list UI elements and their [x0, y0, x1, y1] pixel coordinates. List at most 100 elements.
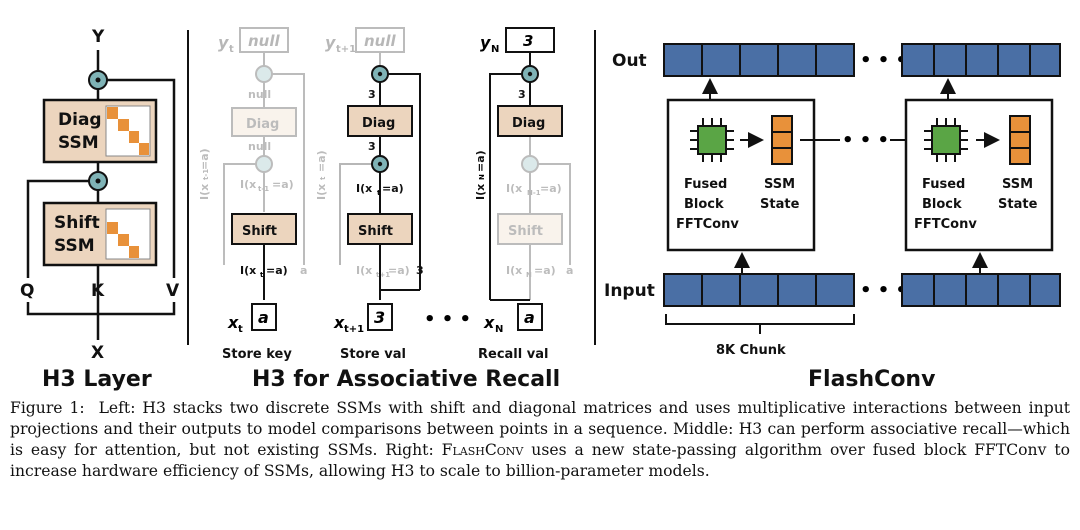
- col1-caption: Store key: [222, 347, 292, 362]
- col2-top-val: 3: [368, 88, 376, 101]
- chunk-label: 8K Chunk: [716, 343, 786, 358]
- col1-shift-out-tail: =a): [266, 264, 288, 277]
- state-label-right: State: [998, 197, 1038, 212]
- col1-shift-out-label: I(x: [240, 264, 256, 277]
- col3-output-value: 3: [523, 32, 533, 50]
- ssm-label-right: SSM: [1002, 177, 1033, 192]
- chip-icon-right: [924, 118, 968, 162]
- col1-y-sub: t: [229, 44, 234, 55]
- out-tokens-left: [663, 43, 855, 77]
- col3-y-sub: N: [491, 44, 499, 55]
- col3-diag-label: Diag: [512, 116, 545, 131]
- col3-x-sub: N: [495, 324, 503, 335]
- col2-x-value: 3: [374, 308, 385, 327]
- col2-x-label: x: [333, 313, 345, 332]
- chunk-bracket: [665, 314, 855, 325]
- col1-cross-label: I(x: [240, 178, 256, 191]
- col1-x-sub: t: [238, 324, 243, 335]
- block-label-right: Block: [922, 197, 962, 212]
- fused-label-left: Fused: [684, 177, 727, 192]
- col3-side-tail: =a): [474, 150, 487, 172]
- out-ellipsis: • • •: [860, 50, 907, 71]
- chip-icon-left: [690, 118, 734, 162]
- block-label-left: Block: [684, 197, 724, 212]
- col2-y-sub: t+1: [336, 44, 356, 55]
- out-label: Out: [612, 51, 647, 71]
- flashconv-title: FlashConv: [808, 367, 936, 392]
- out-tokens-right: [901, 43, 1061, 77]
- col3-cross-label: I(x: [506, 182, 522, 195]
- col1-cross-sub: t-1: [258, 185, 269, 193]
- recall-column-store-key: y t null null Diag null I(x t-1 =a) I(x …: [198, 27, 307, 362]
- col1-mid-null: null: [248, 140, 271, 153]
- ssm-state-icon-left: [771, 115, 793, 165]
- figure-caption: Figure 1: Left: H3 stacks two discrete S…: [10, 398, 1070, 482]
- col3-x-label: x: [483, 313, 495, 332]
- col2-caption: Store val: [340, 347, 406, 362]
- recall-title: H3 for Associative Recall: [252, 367, 560, 392]
- fused-label-right: Fused: [922, 177, 965, 192]
- col3-shift-out-sub: N: [526, 271, 532, 279]
- ssm-label-left: SSM: [764, 177, 795, 192]
- input-ellipsis: • • •: [860, 280, 907, 301]
- x-input-label: X: [91, 343, 104, 363]
- state-ellipsis: • • •: [842, 130, 889, 151]
- col1-x-value: a: [258, 308, 269, 327]
- col3-cross-sub: N-1: [527, 189, 541, 197]
- h3-layer-title: H3 Layer: [42, 367, 152, 392]
- caption-flashconv: FlashConv: [441, 441, 524, 459]
- col2-y-label: y: [325, 33, 336, 52]
- flashconv-panel: Out Input • • •: [604, 43, 1061, 392]
- col3-top-val: 3: [518, 88, 526, 101]
- col3-side-label: I(x: [474, 184, 487, 200]
- col1-cross-tail: =a): [272, 178, 294, 191]
- col3-shift-out-label: I(x: [506, 264, 522, 277]
- col1-x-label: x: [227, 313, 239, 332]
- col3-right-val: a: [566, 264, 573, 277]
- col1-shift-out-sub: t: [260, 271, 264, 279]
- h3-layer-panel: Y Diag SSM Shift SSM Q: [20, 27, 180, 392]
- col1-y-label: y: [218, 33, 229, 52]
- col2-cross-tail: =a): [382, 182, 404, 195]
- col3-x-value: a: [524, 308, 535, 327]
- col1-top-null: null: [248, 88, 271, 101]
- col1-output-null: null: [248, 32, 280, 50]
- col3-shift-label: Shift: [508, 224, 543, 239]
- col2-shift-out-tail: =a): [388, 264, 410, 277]
- col3-side-sub: N: [478, 174, 486, 180]
- col3-caption: Recall val: [478, 347, 548, 362]
- col2-cross-label: I(x: [356, 182, 372, 195]
- col2-shift-out-label: I(x: [356, 264, 372, 277]
- diag-ssm-label-2: SSM: [58, 133, 99, 153]
- caption-text-1: Left: H3 stacks two discrete SSMs with s…: [10, 399, 1070, 459]
- col1-diag-label: Diag: [246, 117, 279, 132]
- col2-mid-val: 3: [368, 140, 376, 153]
- shift-ssm-label-2: SSM: [54, 236, 95, 256]
- col3-shift-out-tail: =a): [534, 264, 556, 277]
- state-label-left: State: [760, 197, 800, 212]
- recall-column-recall-val: y N 3 3 Diag I(x N =a) I(x N-1 =a) Shift…: [474, 27, 573, 362]
- col2-side-tail: =a): [315, 150, 328, 172]
- shift-ssm-label-1: Shift: [54, 213, 100, 233]
- input-label: Input: [604, 281, 655, 301]
- caption-text-2: uses a new state-passing algorithm over …: [10, 441, 1070, 480]
- col1-side-sub: t-1: [202, 169, 210, 180]
- col1-side-tail: =a): [198, 148, 211, 170]
- col2-diag-label: Diag: [362, 116, 395, 131]
- col2-side-sub: t: [319, 176, 327, 180]
- col3-y-label: y: [480, 33, 491, 52]
- col2-cross-sub: t: [377, 189, 381, 197]
- col2-shift-label: Shift: [358, 224, 393, 239]
- ssm-state-icon-right: [1009, 115, 1031, 165]
- col1-side-label: I(x: [198, 184, 211, 200]
- recall-ellipsis: • • •: [424, 309, 471, 330]
- fftconv-label-left: FFTConv: [676, 217, 739, 232]
- recall-column-store-val: y t+1 null I(x t =a) I(x t+1 =a) 3 Diag …: [315, 27, 424, 362]
- input-tokens-left: [663, 273, 855, 307]
- y-output-label: Y: [91, 27, 105, 47]
- figure-1-diagram: Y Diag SSM Shift SSM Q: [20, 27, 1061, 392]
- fftconv-label-right: FFTConv: [914, 217, 977, 232]
- col2-x-sub: t+1: [344, 324, 364, 335]
- v-label: V: [166, 281, 180, 301]
- diag-ssm-label-1: Diag: [58, 110, 102, 130]
